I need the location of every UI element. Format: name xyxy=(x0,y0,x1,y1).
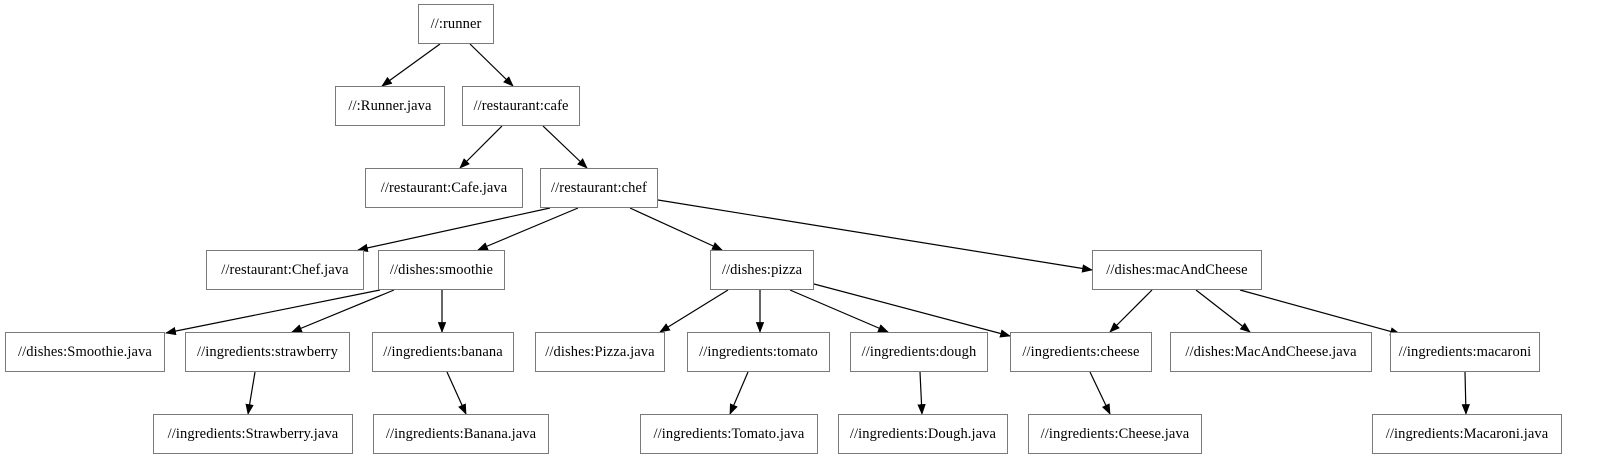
graph-edge-restaurant_chef-to-restaurant_chef_java xyxy=(357,207,551,253)
graph-node-dishes_mac_java[interactable]: //dishes:MacAndCheese.java xyxy=(1170,332,1372,372)
graph-node-label: //ingredients:Dough.java xyxy=(849,425,997,442)
graph-node-ing_macaroni_java[interactable]: //ingredients:Macaroni.java xyxy=(1372,414,1562,454)
graph-node-label: //ingredients:strawberry xyxy=(197,343,338,360)
graph-node-label: //ingredients:banana xyxy=(383,343,503,360)
graph-node-restaurant_chef_java[interactable]: //restaurant:Chef.java xyxy=(206,250,364,290)
graph-node-ing_tomato_java[interactable]: //ingredients:Tomato.java xyxy=(640,414,818,454)
graph-node-ing_dough[interactable]: //ingredients:dough xyxy=(850,332,988,372)
graph-node-ing_cheese_java[interactable]: //ingredients:Cheese.java xyxy=(1028,414,1202,454)
graph-node-label: //ingredients:Cheese.java xyxy=(1040,425,1190,442)
graph-node-dishes_pizza[interactable]: //dishes:pizza xyxy=(710,250,814,290)
graph-node-ing_tomato[interactable]: //ingredients:tomato xyxy=(687,332,830,372)
graph-node-label: //dishes:MacAndCheese.java xyxy=(1185,343,1357,360)
graph-edge-restaurant_cafe-to-restaurant_cafe_java xyxy=(459,125,503,169)
graph-node-ing_cheese[interactable]: //ingredients:cheese xyxy=(1010,332,1152,372)
graph-node-restaurant_chef[interactable]: //restaurant:chef xyxy=(540,168,658,208)
graph-node-runner[interactable]: //:runner xyxy=(418,4,494,44)
graph-edge-ing_tomato-to-ing_tomato_java xyxy=(729,371,749,415)
graph-node-ing_strawberry_java[interactable]: //ingredients:Strawberry.java xyxy=(153,414,353,454)
graph-node-label: //ingredients:tomato xyxy=(699,343,818,360)
graph-edge-dishes_smoothie-to-dishes_smoothie_java xyxy=(165,289,381,336)
graph-node-label: //ingredients:dough xyxy=(861,343,977,360)
graph-node-dishes_smoothie[interactable]: //dishes:smoothie xyxy=(378,250,505,290)
graph-edge-dishes_pizza-to-dishes_pizza_java xyxy=(659,289,729,333)
graph-edge-ing_macaroni-to-ing_macaroni_java xyxy=(1461,371,1470,415)
graph-node-label: //ingredients:cheese xyxy=(1022,343,1140,360)
graph-edge-ing_strawberry-to-ing_strawberry_java xyxy=(245,371,256,415)
graph-node-ing_banana_java[interactable]: //ingredients:Banana.java xyxy=(373,414,549,454)
graph-node-label: //dishes:macAndCheese xyxy=(1106,261,1248,278)
graph-edge-runner-to-runner_java xyxy=(381,43,441,87)
graph-edge-ing_banana-to-ing_banana_java xyxy=(446,371,467,415)
graph-node-restaurant_cafe[interactable]: //restaurant:cafe xyxy=(462,86,580,126)
graph-edge-runner-to-restaurant_cafe xyxy=(469,43,514,87)
graph-edge-restaurant_cafe-to-restaurant_chef xyxy=(542,125,588,169)
graph-edge-dishes_macandcheese-to-ing_macaroni xyxy=(1239,289,1401,336)
graph-node-label: //restaurant:Cafe.java xyxy=(380,179,508,196)
graph-node-restaurant_cafe_java[interactable]: //restaurant:Cafe.java xyxy=(365,168,523,208)
graph-node-ing_macaroni[interactable]: //ingredients:macaroni xyxy=(1390,332,1540,372)
graph-node-label: //ingredients:macaroni xyxy=(1398,343,1532,360)
graph-node-ing_dough_java[interactable]: //ingredients:Dough.java xyxy=(838,414,1008,454)
graph-edge-dishes_pizza-to-ing_cheese xyxy=(813,283,1011,338)
graph-edge-restaurant_chef-to-dishes_pizza xyxy=(629,207,723,251)
graph-node-label: //:Runner.java xyxy=(348,97,432,114)
graph-node-label: //dishes:pizza xyxy=(721,261,803,278)
graph-node-ing_strawberry[interactable]: //ingredients:strawberry xyxy=(185,332,350,372)
graph-node-label: //ingredients:Tomato.java xyxy=(653,425,805,442)
graph-edge-dishes_pizza-to-ing_dough xyxy=(789,289,889,333)
graph-node-label: //:runner xyxy=(430,15,482,32)
graph-node-label: //ingredients:Strawberry.java xyxy=(167,425,339,442)
graph-edge-dishes_macandcheese-to-dishes_mac_java xyxy=(1195,289,1251,333)
graph-node-label: //dishes:Smoothie.java xyxy=(18,343,152,360)
graph-node-label: //restaurant:Chef.java xyxy=(221,261,349,278)
graph-node-dishes_pizza_java[interactable]: //dishes:Pizza.java xyxy=(535,332,665,372)
graph-node-runner_java[interactable]: //:Runner.java xyxy=(335,86,445,126)
graph-node-label: //restaurant:cafe xyxy=(473,97,569,114)
graph-edge-dishes_smoothie-to-ing_strawberry xyxy=(291,289,395,333)
graph-node-label: //dishes:smoothie xyxy=(389,261,494,278)
graph-edge-restaurant_chef-to-dishes_smoothie xyxy=(477,207,579,251)
graph-edge-ing_cheese-to-ing_cheese_java xyxy=(1089,371,1111,415)
graph-node-dishes_smoothie_java[interactable]: //dishes:Smoothie.java xyxy=(5,332,165,372)
graph-edge-ing_dough-to-ing_dough_java xyxy=(917,371,926,415)
graph-node-label: //ingredients:Macaroni.java xyxy=(1385,425,1549,442)
graph-node-label: //dishes:Pizza.java xyxy=(545,343,655,360)
graph-node-dishes_macandcheese[interactable]: //dishes:macAndCheese xyxy=(1092,250,1262,290)
graph-node-ing_banana[interactable]: //ingredients:banana xyxy=(372,332,514,372)
graph-node-label: //ingredients:Banana.java xyxy=(385,425,537,442)
graph-node-label: //restaurant:chef xyxy=(551,179,647,196)
graph-edge-dishes_macandcheese-to-ing_cheese xyxy=(1109,289,1153,333)
